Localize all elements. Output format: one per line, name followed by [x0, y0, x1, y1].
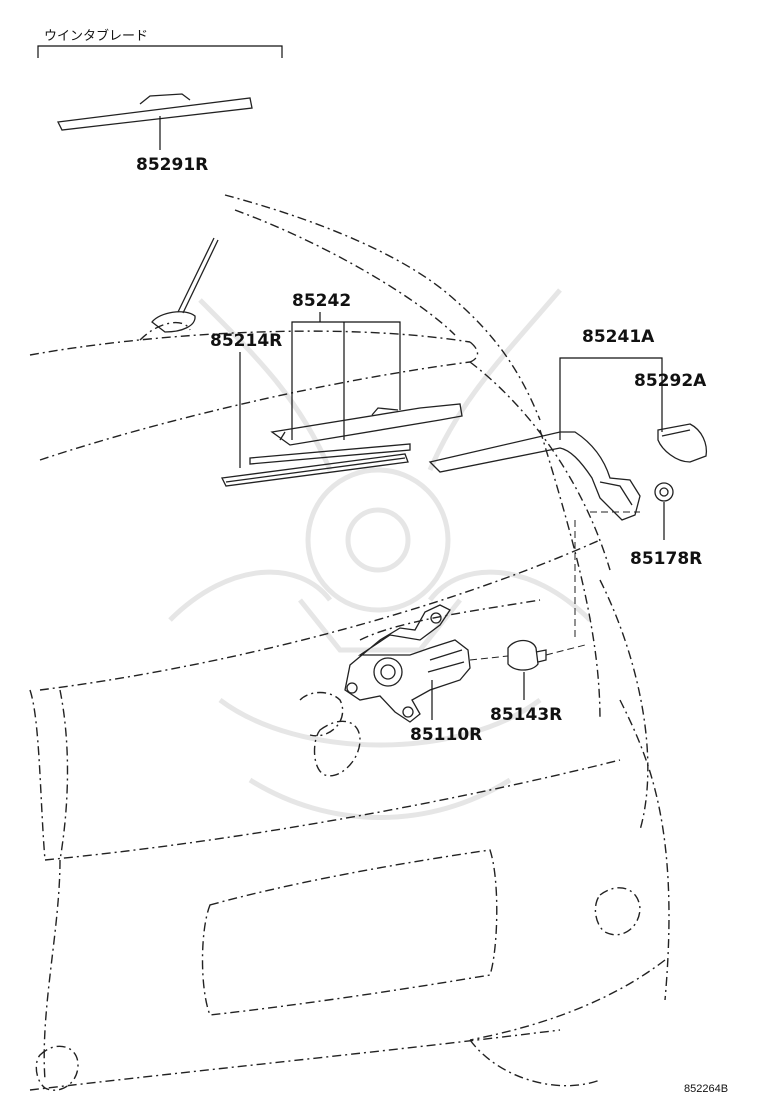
watermark-emblem [168, 288, 592, 820]
nut-part[interactable]: 85178R [630, 482, 702, 569]
arm-cap-part[interactable]: 85292A [634, 371, 707, 463]
blade-part[interactable]: 85214R [210, 331, 411, 487]
blade-group-label: ウインタブレード [44, 28, 148, 44]
part-label-85292A[interactable]: 85292A [634, 371, 707, 391]
motor-part[interactable]: 85110R [344, 604, 482, 745]
blade-assy-part[interactable]: 85291R [57, 93, 253, 175]
part-label-85178R[interactable]: 85178R [630, 549, 702, 569]
grommet-part[interactable]: 85143R [469, 639, 586, 726]
vehicle-body-outline [29, 194, 670, 1091]
part-label-85241A[interactable]: 85241A [582, 327, 655, 347]
part-label-85110R[interactable]: 85110R [410, 725, 482, 745]
part-label-85143R[interactable]: 85143R [490, 705, 562, 725]
antenna-illustration [151, 237, 219, 333]
blade-group-bracket: ウインタブレード [37, 28, 283, 58]
part-label-85291R[interactable]: 85291R [136, 155, 208, 175]
arm-rubber-part[interactable]: 85242 [270, 291, 463, 446]
part-label-85242[interactable]: 85242 [292, 291, 351, 311]
diagram-code: 852264B [684, 1083, 728, 1095]
part-label-85214R[interactable]: 85214R [210, 331, 282, 351]
wiper-arm-part[interactable]: 85241A [428, 327, 663, 640]
